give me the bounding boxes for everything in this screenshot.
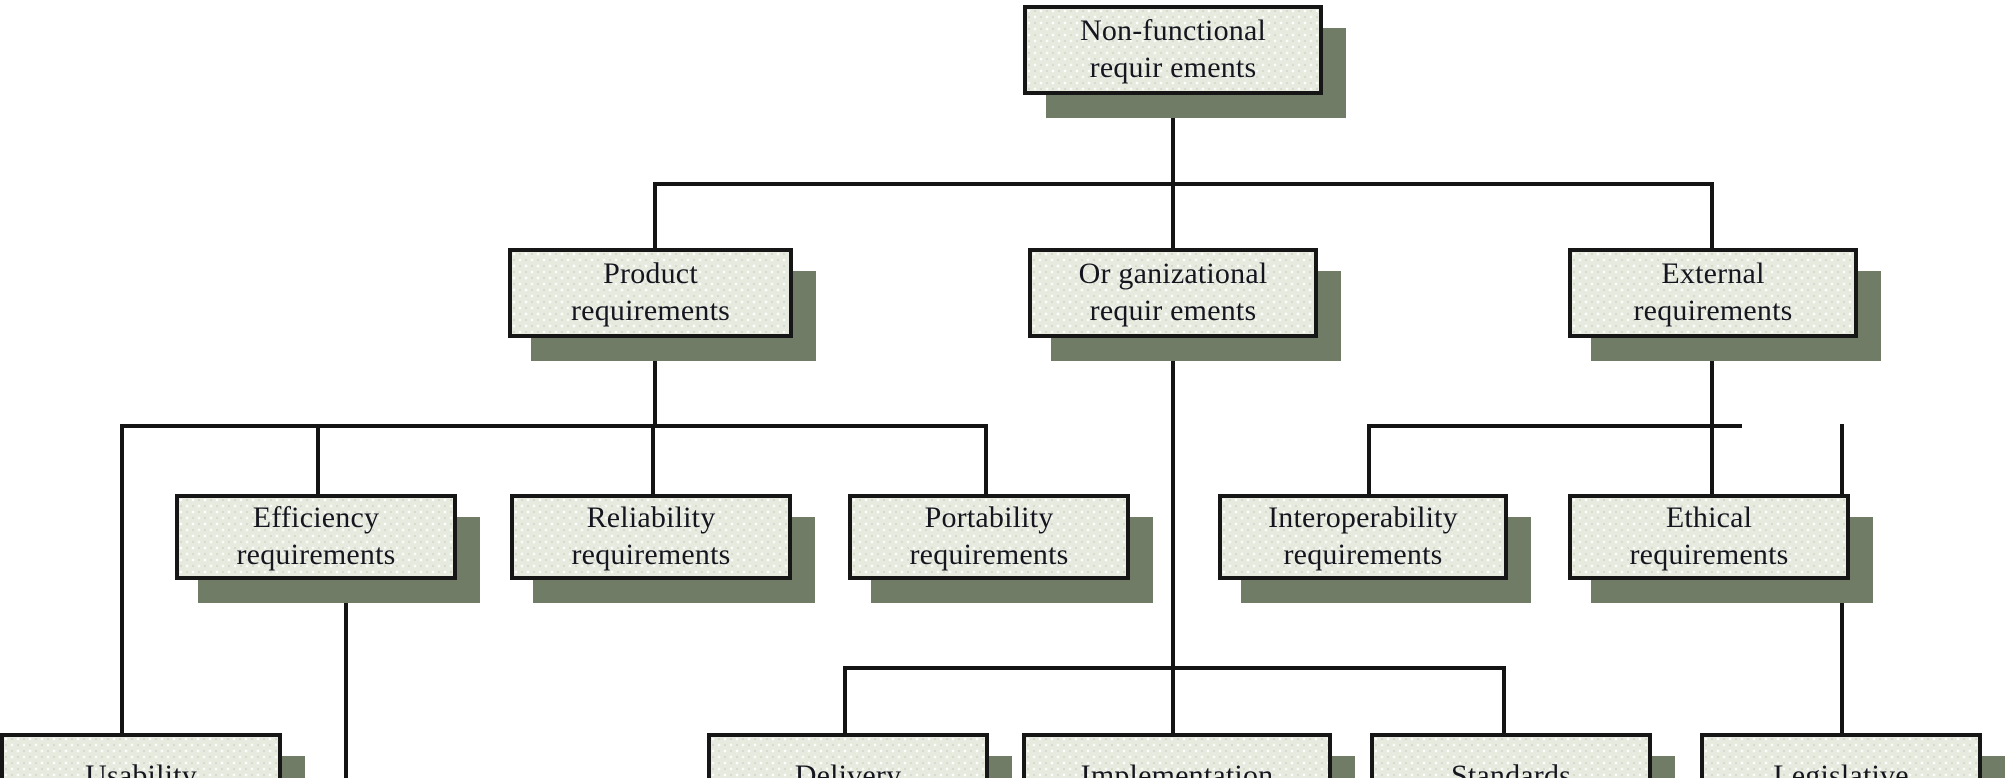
node-portability-requirements[interactable]: Portability requirements: [848, 494, 1130, 580]
node-label-line2: requir ements: [1089, 51, 1257, 84]
edge-drop-organizational: [1171, 182, 1175, 250]
node-label-line1: Efficiency: [252, 501, 380, 535]
node-label-line1: Interoperability: [1268, 501, 1458, 535]
edge-drop-standards: [1502, 666, 1506, 736]
edge-organizational-stem: [1171, 338, 1175, 670]
node-label-line1: Product: [603, 257, 698, 291]
node-label-line2: requir ements: [1089, 294, 1257, 327]
node-legislative[interactable]: Legislative: [1700, 733, 1982, 778]
node-product-requirements[interactable]: Product requirements: [508, 248, 793, 338]
node-label-line2: requirements: [571, 538, 731, 571]
edge-drop-implementation: [1171, 666, 1175, 736]
node-label-line1: Or ganizational: [1078, 257, 1268, 291]
edge-drop-interoperability: [1367, 424, 1371, 496]
node-label-line2: requirements: [909, 538, 1069, 571]
node-efficiency-requirements[interactable]: Efficiency requirements: [175, 494, 457, 580]
node-label-line1: Legislative: [1773, 758, 1909, 778]
node-external-requirements[interactable]: External requirements: [1568, 248, 1858, 338]
edge-product-stem: [653, 338, 657, 426]
edge-drop-reliability: [651, 424, 655, 496]
node-label-line1: Usability: [85, 758, 197, 778]
node-label-line2: requirements: [236, 538, 396, 571]
node-reliability-requirements[interactable]: Reliability requirements: [510, 494, 792, 580]
node-delivery[interactable]: Delivery: [707, 733, 989, 778]
edge-drop-efficiency: [316, 424, 320, 496]
node-standards[interactable]: Standards: [1370, 733, 1652, 778]
edge-drop-usability-long: [120, 424, 124, 736]
node-label-line1: Non-functional: [1079, 14, 1267, 48]
edge-bus-level1: [655, 182, 1714, 186]
node-label-line1: Ethical: [1665, 501, 1753, 535]
node-label-line2: requirements: [570, 294, 730, 327]
node-label-line2: requirements: [1629, 538, 1789, 571]
edge-root-stem: [1171, 95, 1175, 184]
edge-bus-product-children: [120, 424, 988, 428]
edge-external-stem: [1710, 338, 1714, 426]
node-ethical-requirements[interactable]: Ethical requirements: [1568, 494, 1850, 580]
node-usability[interactable]: Usability: [0, 733, 282, 778]
node-label-line1: Implementation: [1080, 758, 1274, 778]
edge-drop-portability: [984, 424, 988, 496]
edge-bus-external-children: [1367, 424, 1742, 428]
node-non-functional-requirements[interactable]: Non-functional requir ements: [1023, 5, 1323, 95]
node-label-line2: requirements: [1283, 538, 1443, 571]
node-label-line1: Standards: [1450, 758, 1572, 778]
node-label-line1: External: [1661, 257, 1765, 291]
edge-drop-external: [1710, 182, 1714, 250]
edge-drop-product: [653, 182, 657, 250]
edge-efficiency-stem: [344, 580, 348, 778]
edge-drop-ethical: [1710, 424, 1714, 496]
node-organizational-requirements[interactable]: Or ganizational requir ements: [1028, 248, 1318, 338]
node-label-line1: Portability: [924, 501, 1054, 535]
node-label-line1: Reliability: [586, 501, 716, 535]
node-implementation[interactable]: Implementation: [1022, 733, 1332, 778]
edge-drop-delivery: [843, 666, 847, 736]
node-label-line1: Delivery: [794, 758, 902, 778]
node-interoperability-requirements[interactable]: Interoperability requirements: [1218, 494, 1508, 580]
node-label-line2: requirements: [1633, 294, 1793, 327]
